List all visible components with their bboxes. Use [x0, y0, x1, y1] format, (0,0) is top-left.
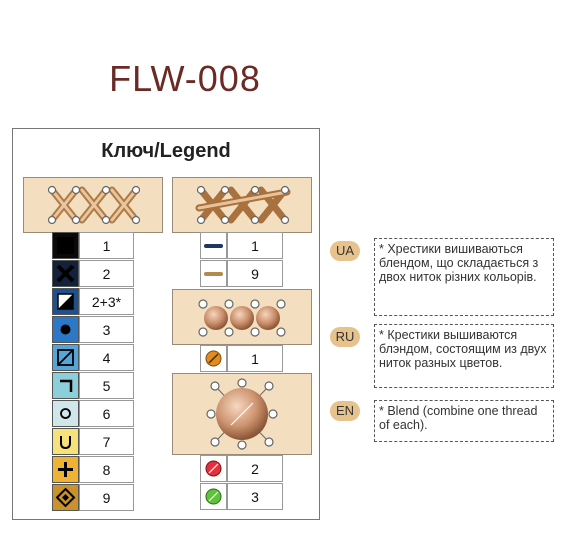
- backstitch-illustration: [172, 177, 312, 233]
- green-bead-icon: [200, 483, 227, 510]
- beads-icon: [198, 299, 286, 337]
- diamond-icon: [52, 484, 79, 511]
- backstitch-row: 1: [200, 232, 284, 260]
- large-bead-icon: [206, 378, 278, 450]
- cross-stitch-label: 8: [79, 456, 134, 483]
- backstitch-icon: [195, 185, 291, 225]
- plus-icon: [52, 456, 79, 483]
- note-en: * Blend (combine one thread of each).: [374, 400, 554, 442]
- bead-row: 2: [200, 455, 284, 483]
- cross-stitch-label: 1: [79, 232, 134, 259]
- cross-stitch-row: 8: [52, 456, 162, 484]
- tan-line-icon: [200, 260, 227, 287]
- backstitch-row: 9: [200, 260, 284, 288]
- bead-row: 1: [200, 345, 284, 373]
- cross-stitch-label: 9: [79, 484, 134, 511]
- cross-stitch-label: 2+3*: [79, 288, 134, 315]
- large-bead-illustration: [172, 373, 312, 455]
- half-square-icon: [52, 288, 79, 315]
- cross-stitch-label: 5: [79, 372, 134, 399]
- cross-stitch-label: 2: [79, 260, 134, 287]
- backstitch-label: 9: [227, 260, 283, 287]
- cross-stitch-label: 4: [79, 344, 134, 371]
- bead-row: 3: [200, 483, 284, 511]
- bead-label: 3: [227, 483, 283, 510]
- lang-badge-ru: RU: [330, 327, 360, 347]
- cross-stitch-row: 2+3*: [52, 288, 162, 316]
- solid-square-icon: [52, 232, 79, 259]
- cross-stitch-row: 3: [52, 316, 162, 344]
- cross-stitch-icon: [47, 185, 141, 225]
- dot-icon: [52, 316, 79, 343]
- circle-icon: [52, 400, 79, 427]
- cross-stitch-row: 7: [52, 428, 162, 456]
- page-title: FLW-008: [109, 58, 261, 99]
- orange-bead-icon: [200, 345, 227, 372]
- cross-stitch-row: 2: [52, 260, 162, 288]
- note-ua: * Хрестики вишиваються блендом, що склад…: [374, 238, 554, 316]
- backstitch-label: 1: [227, 232, 283, 259]
- x-mark-icon: [52, 260, 79, 287]
- bead-row-illustration: [172, 289, 312, 345]
- lang-badge-ua: UA: [330, 241, 360, 261]
- bead-label: 2: [227, 455, 283, 482]
- cross-stitch-row: 9: [52, 484, 162, 512]
- cross-stitch-illustration: [23, 177, 163, 233]
- cross-stitch-label: 3: [79, 316, 134, 343]
- note-ru: * Крестики вышиваются блэндом, состоящим…: [374, 324, 554, 388]
- cross-stitch-row: 1: [52, 232, 162, 260]
- cross-stitch-row: 4: [52, 344, 162, 372]
- bead-label: 1: [227, 345, 283, 372]
- cross-stitch-row: 6: [52, 400, 162, 428]
- navy-line-icon: [200, 232, 227, 259]
- cup-icon: [52, 428, 79, 455]
- lang-badge-en: EN: [330, 401, 360, 421]
- cross-stitch-row: 5: [52, 372, 162, 400]
- cross-stitch-label: 7: [79, 428, 134, 455]
- red-bead-icon: [200, 455, 227, 482]
- legend-title: Ключ/Legend: [101, 140, 231, 162]
- corner-icon: [52, 372, 79, 399]
- cross-stitch-label: 6: [79, 400, 134, 427]
- slash-square-icon: [52, 344, 79, 371]
